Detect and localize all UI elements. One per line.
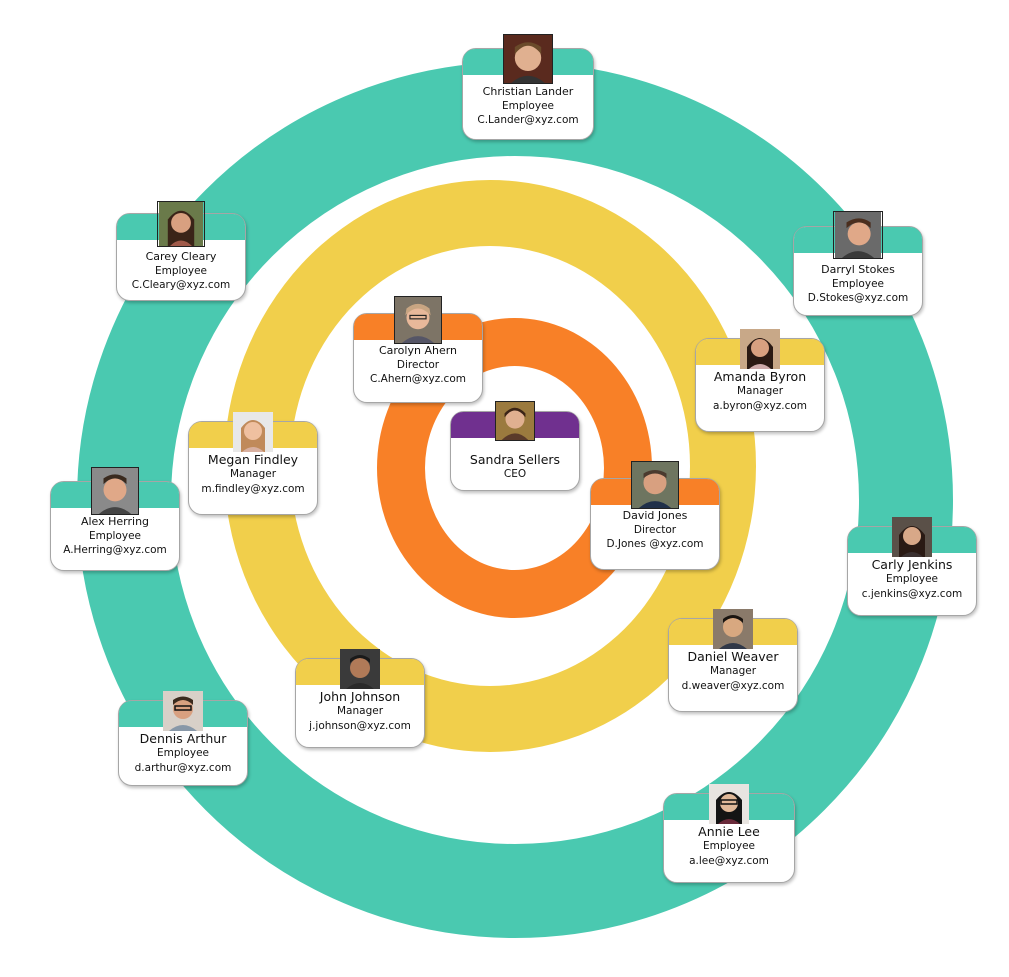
- card-name: Christian Lander: [482, 85, 574, 98]
- person-photo-icon: [92, 468, 138, 514]
- employee-card-lander[interactable]: Christian Lander Employee C.Lander@xyz.c…: [462, 34, 594, 140]
- card-email[interactable]: d.arthur@xyz.com: [134, 762, 232, 774]
- card-name: Megan Findley: [207, 452, 299, 467]
- avatar: [833, 211, 883, 259]
- card-name: Amanda Byron: [713, 369, 807, 384]
- avatar: [503, 34, 553, 84]
- card-role: Employee: [88, 530, 141, 542]
- person-photo-icon: [496, 402, 534, 440]
- card-name: Dennis Arthur: [139, 731, 227, 746]
- card-email[interactable]: C.Cleary@xyz.com: [131, 279, 231, 291]
- manager-card-weaver[interactable]: Daniel Weaver Manager d.weaver@xyz.com: [668, 609, 798, 712]
- director-card-jones[interactable]: David Jones Director D.Jones @xyz.com: [590, 461, 720, 570]
- card-role: Manager: [736, 385, 784, 397]
- card-name: Annie Lee: [698, 824, 760, 839]
- card-name: Carly Jenkins: [871, 557, 953, 572]
- card-name: Sandra Sellers: [469, 452, 561, 467]
- avatar: [892, 517, 932, 557]
- card-role: Director: [396, 359, 440, 371]
- person-photo-icon: [163, 691, 203, 731]
- card-role: CEO: [503, 468, 527, 480]
- card-role: Manager: [709, 665, 757, 677]
- card-email[interactable]: C.Ahern@xyz.com: [370, 373, 466, 385]
- person-photo-icon: [504, 35, 552, 83]
- avatar: [157, 201, 205, 247]
- employee-card-jenkins[interactable]: Carly Jenkins Employee c.jenkins@xyz.com: [847, 517, 977, 616]
- director-card-ahern[interactable]: Carolyn Ahern Director C.Ahern@xyz.com: [353, 296, 483, 403]
- card-email[interactable]: A.Herring@xyz.com: [63, 544, 167, 556]
- card-role: Manager: [229, 468, 277, 480]
- person-photo-icon: [395, 297, 441, 343]
- card-role: Manager: [336, 705, 384, 717]
- card-role: Employee: [501, 100, 554, 112]
- avatar: [495, 401, 535, 441]
- card-name: Daniel Weaver: [687, 649, 779, 664]
- card-role: Employee: [156, 747, 209, 759]
- card-role: Director: [633, 524, 677, 536]
- avatar: [394, 296, 442, 344]
- card-email[interactable]: C.Lander@xyz.com: [477, 114, 579, 126]
- person-photo-icon: [233, 412, 273, 452]
- person-photo-icon: [892, 517, 932, 557]
- manager-card-johnson[interactable]: John Johnson Manager j.johnson@xyz.com: [295, 649, 425, 748]
- card-email[interactable]: j.johnson@xyz.com: [309, 720, 411, 732]
- avatar: [340, 649, 380, 689]
- card-email[interactable]: a.byron@xyz.com: [712, 400, 808, 412]
- employee-card-arthur[interactable]: Dennis Arthur Employee d.arthur@xyz.com: [118, 691, 248, 786]
- employee-card-lee[interactable]: Annie Lee Employee a.lee@xyz.com: [663, 784, 795, 883]
- person-photo-icon: [340, 649, 380, 689]
- card-role: Employee: [154, 265, 207, 277]
- card-name: Carey Cleary: [145, 250, 217, 263]
- employee-card-stokes[interactable]: Darryl Stokes Employee D.Stokes@xyz.com: [793, 211, 923, 316]
- card-name: David Jones: [622, 509, 688, 522]
- card-name: Carolyn Ahern: [378, 344, 458, 357]
- card-email[interactable]: a.lee@xyz.com: [689, 855, 769, 867]
- avatar: [163, 691, 203, 731]
- manager-card-byron[interactable]: Amanda Byron Manager a.byron@xyz.com: [695, 329, 825, 432]
- card-role: Employee: [831, 278, 884, 290]
- card-name: Darryl Stokes: [821, 263, 895, 276]
- manager-card-findley[interactable]: Megan Findley Manager m.findley@xyz.com: [188, 412, 318, 515]
- person-photo-icon: [740, 329, 780, 369]
- employee-card-cleary[interactable]: Carey Cleary Employee C.Cleary@xyz.com: [116, 201, 246, 301]
- card-role: Employee: [702, 840, 755, 852]
- card-role: Employee: [885, 573, 938, 585]
- avatar: [709, 784, 749, 824]
- avatar: [713, 609, 753, 649]
- avatar: [740, 329, 780, 369]
- person-photo-icon: [709, 784, 749, 824]
- card-email[interactable]: D.Stokes@xyz.com: [807, 292, 909, 304]
- card-name: Alex Herring: [80, 515, 150, 528]
- person-photo-icon: [159, 202, 203, 246]
- avatar: [91, 467, 139, 515]
- person-photo-icon: [632, 462, 678, 508]
- card-name: John Johnson: [319, 689, 401, 704]
- avatar: [233, 412, 273, 452]
- card-email[interactable]: m.findley@xyz.com: [201, 483, 305, 495]
- employee-card-herring[interactable]: Alex Herring Employee A.Herring@xyz.com: [50, 467, 180, 571]
- card-email[interactable]: D.Jones @xyz.com: [606, 538, 704, 550]
- card-email[interactable]: c.jenkins@xyz.com: [861, 588, 963, 600]
- ceo-card[interactable]: Sandra Sellers CEO: [450, 401, 580, 491]
- avatar: [631, 461, 679, 509]
- person-photo-icon: [713, 609, 753, 649]
- person-photo-icon: [835, 212, 881, 258]
- card-email[interactable]: d.weaver@xyz.com: [681, 680, 785, 692]
